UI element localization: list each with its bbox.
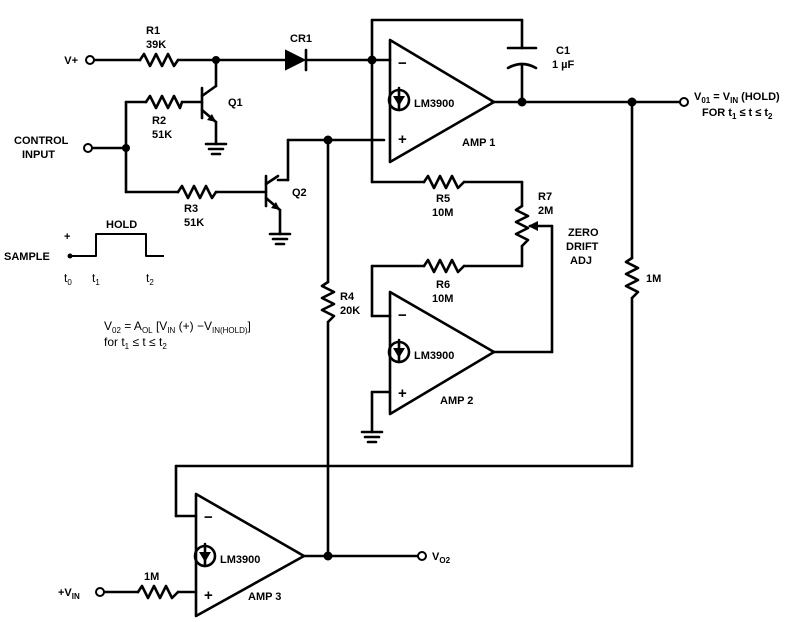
amp3-opamp: − + LM3900	[193, 492, 306, 618]
vin-terminal	[95, 587, 105, 597]
r7-value: 2M	[538, 205, 553, 217]
r1-resistor	[138, 52, 180, 68]
amp2-name: AMP 2	[440, 395, 473, 407]
r5-value: 10M	[432, 207, 453, 219]
r4-value: 20K	[340, 305, 360, 317]
r6-resistor	[422, 258, 466, 274]
r6-ref: R6	[436, 279, 450, 291]
q1-ref: Q1	[228, 97, 243, 109]
zero-drift-line1: ZERO	[568, 227, 599, 239]
vplus-label: V+	[64, 55, 78, 67]
amp2-plus: +	[398, 385, 407, 402]
t2-label: t2	[146, 271, 154, 287]
r7-wiper-arrow-icon	[528, 221, 538, 231]
r3-resistor	[176, 184, 218, 200]
r-input-1m-resistor	[136, 584, 180, 600]
amp2-opamp: − + LM3900	[387, 290, 496, 416]
r6-value: 10M	[432, 293, 453, 305]
r2-ref: R2	[152, 115, 166, 127]
sample-hold-waveform	[67, 233, 164, 259]
amp1-chip: LM3900	[414, 98, 454, 110]
amp2-ground	[360, 430, 384, 444]
r7-ref: R7	[538, 191, 552, 203]
zero-drift-line3: ADJ	[570, 255, 592, 267]
vplus-terminal	[85, 55, 95, 65]
amp3-minus: −	[204, 509, 213, 526]
waveform-plus: +	[64, 231, 70, 243]
vo1-terminal	[679, 97, 689, 107]
hold-label: HOLD	[106, 219, 137, 231]
r-feedback-1m-resistor	[624, 256, 640, 300]
sample-label: SAMPLE	[4, 251, 50, 263]
cr1-ref: CR1	[290, 33, 312, 45]
r7-potentiometer	[514, 204, 530, 248]
equation-line1: V02 = AOL [VIN (+) −VIN(HOLD)]	[104, 319, 251, 335]
amp1-name: AMP 1	[462, 137, 495, 149]
r1-ref: R1	[146, 25, 160, 37]
amp1-opamp: − + LM3900	[387, 38, 496, 164]
terminals	[83, 55, 689, 597]
amp3-name: AMP 3	[248, 591, 281, 603]
amp3-chip: LM3900	[220, 554, 260, 566]
vo2-terminal	[417, 551, 427, 561]
junction-dots	[122, 55, 637, 561]
amp2-minus: −	[398, 307, 407, 324]
r5-ref: R5	[436, 193, 450, 205]
r5-resistor	[422, 174, 466, 190]
amp1-minus: −	[398, 55, 407, 72]
q1-transistor	[200, 84, 228, 156]
vo1-label-line1: V01 = VIN (HOLD)	[694, 91, 780, 105]
equation-line2: for t1 ≤ t ≤ t2	[104, 335, 167, 351]
r3-ref: R3	[184, 203, 198, 215]
r-feedback-value: 1M	[646, 273, 661, 285]
resistors	[136, 52, 640, 600]
r1-value: 39K	[146, 39, 166, 51]
c1-capacitor	[506, 46, 538, 70]
r4-resistor	[320, 280, 336, 324]
q2-ref: Q2	[292, 187, 307, 199]
control-label-line1: CONTROL	[14, 135, 69, 147]
control-input-terminal	[83, 143, 93, 153]
t0-label: t0	[64, 271, 72, 287]
amp1-plus: +	[398, 131, 407, 148]
t1-label: t1	[92, 271, 100, 287]
r2-resistor	[144, 94, 184, 110]
r-input-value: 1M	[144, 571, 159, 583]
vo2-label: VO2	[432, 551, 451, 565]
amp3-plus: +	[204, 587, 213, 604]
control-label-line2: INPUT	[22, 149, 55, 161]
amp2-chip: LM3900	[414, 350, 454, 362]
r4-ref: R4	[340, 291, 355, 303]
c1-value: 1 µF	[552, 59, 575, 71]
vo1-label-line2: FOR t1 ≤ t ≤ t2	[702, 107, 773, 121]
cr1-diode	[285, 48, 308, 72]
zero-drift-line2: DRIFT	[566, 241, 599, 253]
r3-value: 51K	[184, 217, 204, 229]
r2-value: 51K	[152, 129, 172, 141]
c1-ref: C1	[556, 45, 570, 57]
vin-label: +VIN	[58, 587, 80, 601]
q2-transistor	[264, 174, 292, 246]
